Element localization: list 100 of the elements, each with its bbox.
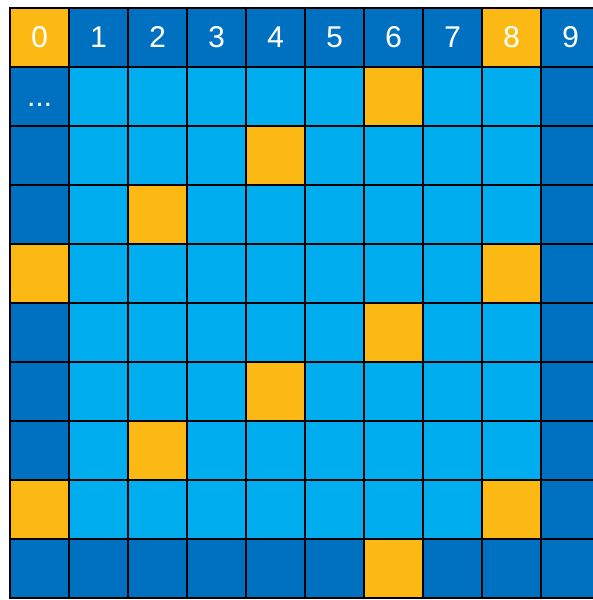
edge-cell [129, 9, 186, 66]
grid-cell [188, 422, 245, 479]
grid-cell [306, 127, 363, 184]
edge-cell [11, 363, 68, 420]
grid-cell [306, 422, 363, 479]
grid-cell [306, 481, 363, 538]
edge-cell [11, 422, 68, 479]
grid-cell [188, 481, 245, 538]
grid-cell [424, 68, 481, 125]
grid-cell [247, 68, 304, 125]
cell-label: 6 [385, 22, 402, 52]
grid-cell [365, 245, 422, 302]
edge-cell [542, 127, 593, 184]
edge-cell [542, 422, 593, 479]
grid-cell [70, 186, 127, 243]
highlighted-cell [365, 540, 422, 597]
cell-label: 5 [326, 22, 343, 52]
edge-cell [542, 186, 593, 243]
grid-cell [188, 304, 245, 361]
grid-cell [424, 304, 481, 361]
edge-cell [11, 304, 68, 361]
highlighted-cell [483, 9, 540, 66]
edge-cell [542, 68, 593, 125]
grid-cell [483, 68, 540, 125]
cell-label: 2 [149, 22, 166, 52]
grid-cell [247, 304, 304, 361]
edge-cell [542, 363, 593, 420]
highlighted-cell [11, 481, 68, 538]
edge-cell [424, 9, 481, 66]
edge-cell [542, 245, 593, 302]
grid-cell [129, 245, 186, 302]
highlighted-cell [129, 422, 186, 479]
edge-cell [483, 540, 540, 597]
grid-cell [70, 363, 127, 420]
highlighted-cell [365, 68, 422, 125]
edge-cell [542, 9, 593, 66]
grid-cell [306, 68, 363, 125]
edge-cell [365, 9, 422, 66]
grid-cell [129, 363, 186, 420]
highlighted-cell [11, 9, 68, 66]
edge-cell [247, 9, 304, 66]
grid-cell [424, 245, 481, 302]
cell-label: 8 [503, 22, 520, 52]
edge-cell [70, 540, 127, 597]
highlighted-cell [483, 245, 540, 302]
grid-cell [483, 422, 540, 479]
edge-cell [11, 186, 68, 243]
grid-cell [247, 422, 304, 479]
highlighted-cell [247, 127, 304, 184]
grid-cell [424, 363, 481, 420]
highlighted-cell [247, 363, 304, 420]
grid-cell [483, 304, 540, 361]
edge-cell [11, 127, 68, 184]
grid-cell [306, 245, 363, 302]
grid-cell [424, 422, 481, 479]
grid-cell [424, 481, 481, 538]
grid-cell [483, 186, 540, 243]
edge-cell [542, 304, 593, 361]
grid-cell [70, 68, 127, 125]
grid-cell [129, 481, 186, 538]
grid-cell [188, 245, 245, 302]
grid-cell [247, 481, 304, 538]
grid-cell [188, 68, 245, 125]
grid-cell [424, 186, 481, 243]
grid-cell [247, 186, 304, 243]
cell-label: 0 [31, 22, 48, 52]
cell-label: 7 [444, 22, 461, 52]
edge-cell [542, 540, 593, 597]
grid-cell [483, 363, 540, 420]
grid-cell [365, 363, 422, 420]
grid-cell [365, 127, 422, 184]
edge-cell [424, 540, 481, 597]
edge-cell [70, 9, 127, 66]
grid-cell [365, 481, 422, 538]
grid-cell [70, 245, 127, 302]
cell-label: 1 [90, 22, 107, 52]
edge-cell [306, 540, 363, 597]
highlighted-cell [365, 304, 422, 361]
highlighted-cell [11, 245, 68, 302]
cell-label: 3 [208, 22, 225, 52]
grid-cell [129, 68, 186, 125]
grid-cell [188, 186, 245, 243]
grid-cell [365, 422, 422, 479]
edge-cell [247, 540, 304, 597]
grid-cell [70, 304, 127, 361]
grid-cell [247, 245, 304, 302]
edge-cell [11, 68, 68, 125]
highlighted-cell [129, 186, 186, 243]
grid-cell [70, 127, 127, 184]
grid-cell [129, 304, 186, 361]
edge-cell [188, 540, 245, 597]
edge-cell [306, 9, 363, 66]
edge-cell [188, 9, 245, 66]
grid-cell [70, 422, 127, 479]
grid-cell [188, 127, 245, 184]
grid-cell [365, 186, 422, 243]
grid-cell [424, 127, 481, 184]
grid-cell [129, 127, 186, 184]
grid-cell [306, 304, 363, 361]
grid-cell [188, 363, 245, 420]
